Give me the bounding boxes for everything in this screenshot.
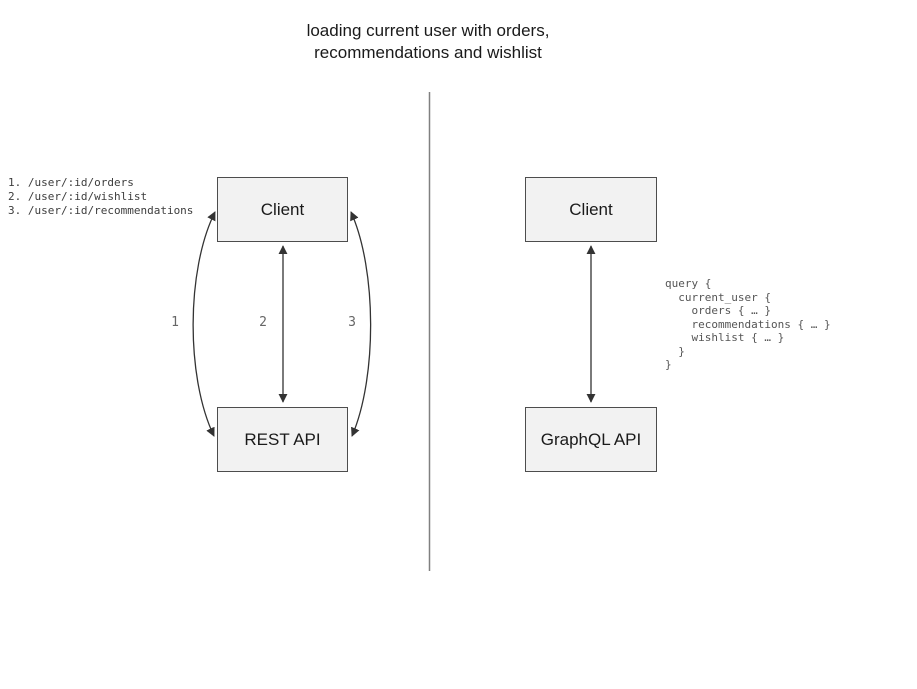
rest-client-box-label: Client	[260, 199, 305, 219]
query-line-orders: orders { … }	[665, 304, 771, 317]
rest-arrow-2-label: 2	[259, 315, 267, 330]
rest-arrow-3-label: 3	[348, 315, 356, 330]
query-line-close-inner: }	[665, 344, 685, 358]
rest-api-box: REST API	[217, 407, 348, 472]
title-line-1: loading current user with orders,	[306, 21, 550, 40]
query-line-recommendations: recommendations { … }	[665, 317, 831, 331]
graphql-client-box: Client	[525, 177, 657, 242]
graphql-client-box-label: Client	[569, 199, 613, 219]
rest-arrow-3	[350, 211, 372, 437]
query-line-open: query {	[665, 277, 712, 290]
query-line-wishlist: wishlist { … }	[665, 331, 785, 344]
query-line-current-user: current_user {	[665, 290, 771, 304]
diagram-title: loading current user with orders, recomm…	[0, 20, 856, 64]
title-line-2: recommendations and wishlist	[314, 43, 542, 62]
endpoint-wishlist: 2. /user/:id/wishlist	[8, 190, 148, 203]
rest-client-box: Client	[217, 177, 348, 242]
rest-api-box-label: REST API	[244, 429, 321, 449]
rest-arrow-1-label: 1	[171, 315, 179, 330]
graphql-api-box: GraphQL API	[525, 407, 657, 472]
query-line-close-outer: }	[665, 358, 672, 371]
graphql-api-box-label: GraphQL API	[540, 429, 642, 449]
graphql-query-code: query { current_user { orders { … } reco…	[665, 277, 831, 372]
endpoint-orders: 1. /user/:id/orders	[8, 176, 134, 189]
endpoint-recommendations: 3. /user/:id/recommendations	[8, 204, 194, 217]
rest-arrow-1	[192, 211, 216, 437]
